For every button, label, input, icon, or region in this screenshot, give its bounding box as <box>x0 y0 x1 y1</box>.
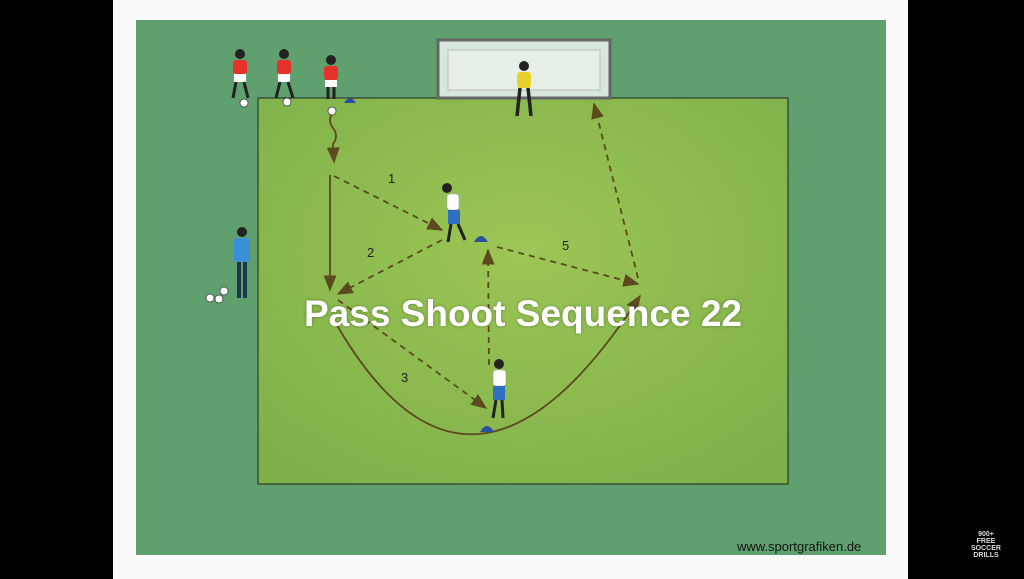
pass-label-1: 1 <box>388 171 395 186</box>
defender-1 <box>442 183 467 243</box>
cones <box>344 98 494 432</box>
pass-3-arrow <box>337 299 488 409</box>
channel-logo[interactable]: 900+ FREE SOCCER DRILLS <box>960 531 1012 559</box>
shot-arrow <box>591 102 639 279</box>
players <box>231 49 533 419</box>
video-title: Pass Shoot Sequence 22 <box>303 293 742 334</box>
attacker-1 <box>231 49 250 99</box>
logo-line: DRILLS <box>973 552 999 559</box>
pass-4-arrow <box>481 248 495 366</box>
goalkeeper <box>515 61 533 117</box>
dribble-arrow <box>326 111 340 164</box>
pass-1-arrow <box>333 175 444 231</box>
logo-line: FREE <box>976 538 996 545</box>
watermark: www.sportgrafiken.de <box>737 539 862 554</box>
attacker-3 <box>324 55 338 99</box>
pass-label-3: 3 <box>401 370 408 385</box>
pass-label-5: 5 <box>562 238 569 253</box>
balls <box>205 97 337 304</box>
inner-field <box>257 97 789 485</box>
pass-label-2: 2 <box>367 245 374 260</box>
pass-5-arrow <box>496 246 640 287</box>
goal <box>436 38 612 100</box>
defender-2 <box>491 359 507 419</box>
pass-arrows <box>323 102 641 436</box>
pass-2-arrow <box>336 239 443 295</box>
attacker-2 <box>274 49 295 99</box>
coach <box>234 227 250 298</box>
run-curve-arrow <box>333 294 641 436</box>
logo-line: SOCCER <box>971 545 1001 552</box>
logo-line: 900+ <box>978 531 994 538</box>
